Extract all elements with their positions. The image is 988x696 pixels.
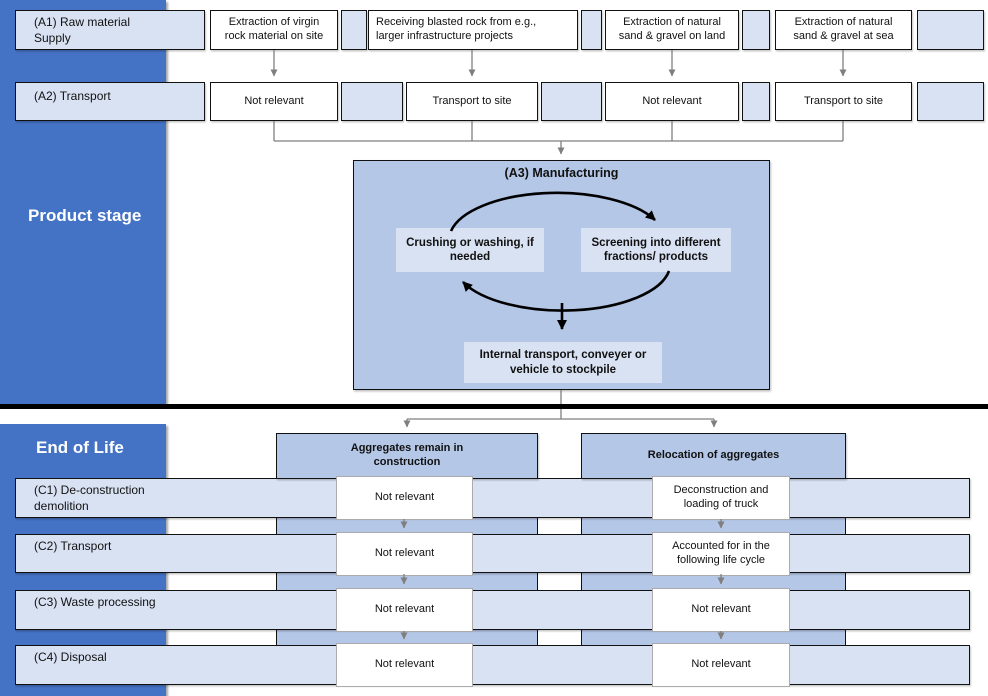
filler-box — [917, 82, 984, 121]
a1-box-blasted-rock: Receiving blasted rock from e.g., larger… — [368, 10, 578, 50]
c4-cell-remain: Not relevant — [336, 643, 473, 687]
a3-step-internal-transport: Internal transport, conveyer or vehicle … — [464, 342, 662, 383]
c2-cell-remain: Not relevant — [336, 532, 473, 576]
row-label-c4: (C4) Disposal — [15, 645, 970, 685]
c2-cell-relocation: Accounted for in the following life cycl… — [652, 532, 790, 576]
c3-cell-remain: Not relevant — [336, 588, 473, 632]
row-label-c2: (C2) Transport — [15, 534, 970, 573]
row-label-c1: (C1) De-construction demolition — [15, 478, 970, 518]
row-label-a2: (A2) Transport — [15, 82, 205, 121]
a2-box-transport-to-site-2: Transport to site — [775, 82, 912, 121]
c4-cell-relocation: Not relevant — [652, 643, 790, 687]
row-label-a1: (A1) Raw material Supply — [15, 10, 205, 50]
a2-box-not-relevant-2: Not relevant — [605, 82, 739, 121]
product-stage-label: Product stage — [28, 206, 142, 225]
row-label-c3: (C3) Waste processing — [15, 590, 970, 630]
filler-box — [541, 82, 602, 121]
header-aggregates-remain: Aggregates remain in construction — [276, 433, 538, 479]
a2-box-transport-to-site-1: Transport to site — [406, 82, 538, 121]
header-relocation: Relocation of aggregates — [581, 433, 846, 479]
c1-cell-relocation: Deconstruction and loading of truck — [652, 476, 790, 520]
a3-step-crushing: Crushing or washing, if needed — [396, 228, 544, 272]
a3-step-screening: Screening into different fractions/ prod… — [581, 228, 731, 272]
c1-cell-remain: Not relevant — [336, 476, 473, 520]
filler-box — [917, 10, 984, 50]
a1-box-sand-gravel-land: Extraction of natural sand & gravel on l… — [605, 10, 739, 50]
filler-box — [341, 82, 403, 121]
a2-box-not-relevant-1: Not relevant — [210, 82, 338, 121]
filler-box — [581, 10, 602, 50]
a1-box-virgin-rock: Extraction of virgin rock material on si… — [210, 10, 338, 50]
filler-box — [341, 10, 367, 50]
a1-box-sand-gravel-sea: Extraction of natural sand & gravel at s… — [775, 10, 912, 50]
c3-cell-relocation: Not relevant — [652, 588, 790, 632]
a3-title: (A3) Manufacturing — [504, 166, 619, 180]
stage-divider-line — [0, 404, 988, 409]
filler-box — [742, 82, 770, 121]
product-stage-sidebar: Product stage — [0, 0, 166, 404]
filler-box — [742, 10, 770, 50]
end-of-life-label: End of Life — [36, 438, 124, 457]
